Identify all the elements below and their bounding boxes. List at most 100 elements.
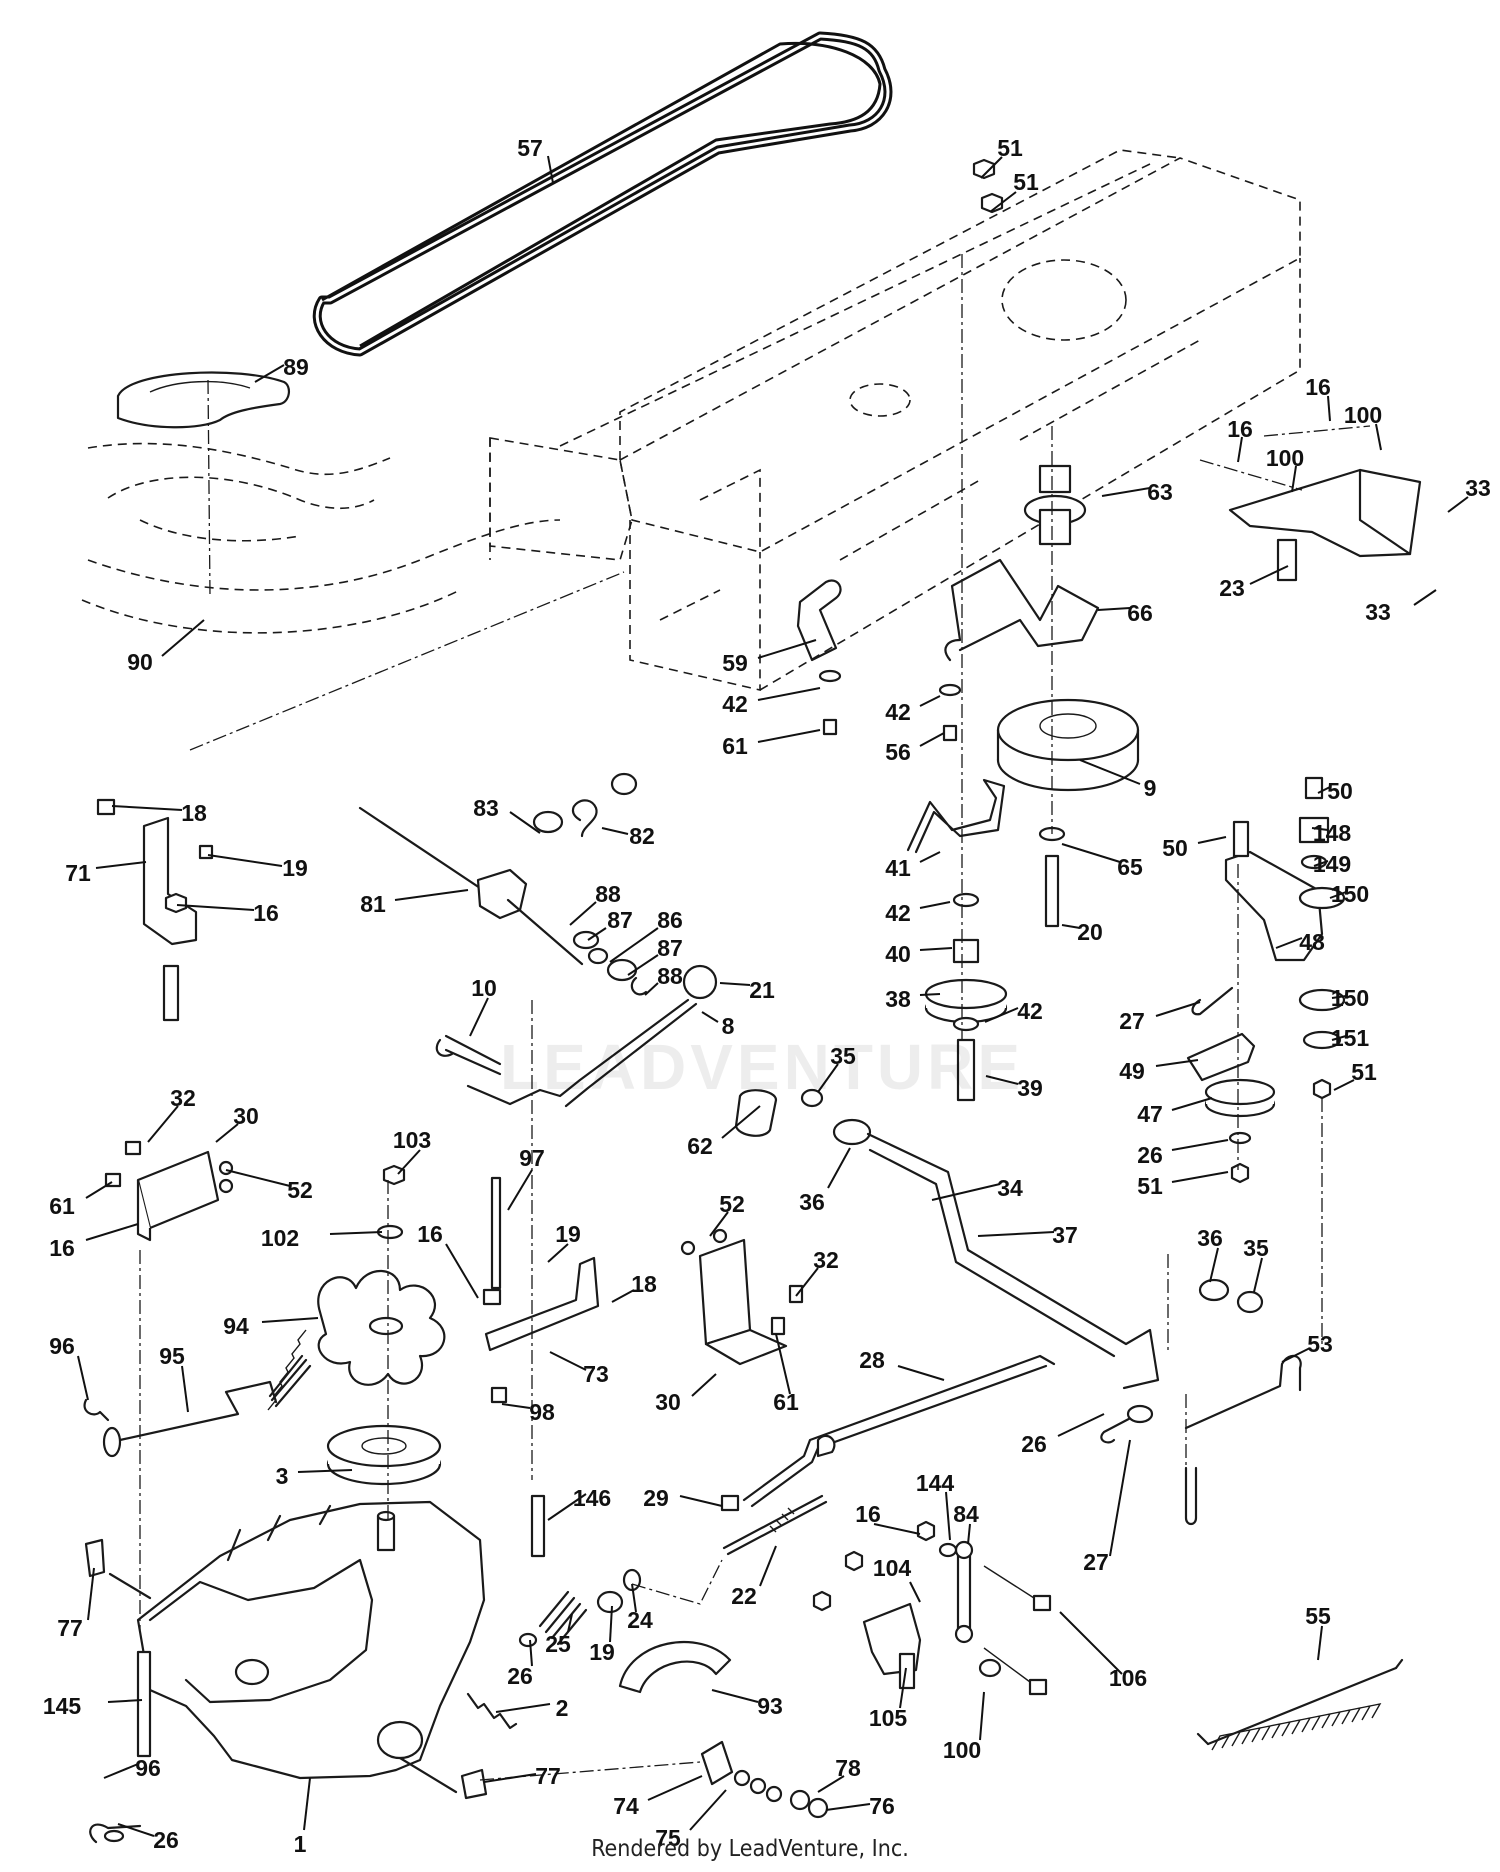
belt-guide-59: [796, 579, 842, 662]
callout-label: 36: [1197, 1225, 1223, 1251]
callout-55: 55: [1305, 1603, 1331, 1661]
callout-label: 18: [181, 800, 207, 826]
callout-label: 40: [885, 941, 911, 967]
leader-line: [1237, 436, 1243, 463]
leader-line: [757, 639, 817, 659]
callout-label: 78: [835, 1755, 861, 1781]
leader-line: [919, 901, 951, 909]
callout-32: 32: [795, 1247, 839, 1297]
callout-42: 42: [722, 687, 821, 717]
footer-credit: Rendered by LeadVenture, Inc.: [591, 1836, 909, 1862]
callout-145: 145: [43, 1693, 143, 1719]
callout-88: 88: [569, 881, 621, 926]
leader-line: [95, 861, 147, 869]
callout-label: 9: [1144, 775, 1157, 801]
leader-line: [1101, 487, 1151, 497]
callout-label: 146: [573, 1485, 611, 1511]
callout-label: 144: [916, 1470, 955, 1496]
callout-34: 34: [931, 1175, 1023, 1201]
callout-label: 3: [276, 1463, 289, 1489]
callout-48: 48: [1275, 929, 1325, 955]
callout-144: 144: [916, 1470, 955, 1541]
callout-61: 61: [773, 1333, 799, 1415]
callout-98: 98: [501, 1399, 555, 1425]
bracket-30-center: [680, 1228, 804, 1366]
callout-30: 30: [215, 1103, 259, 1143]
bracket-71: [96, 798, 214, 1022]
callout-51: 51: [989, 169, 1039, 213]
callout-36: 36: [1197, 1225, 1223, 1283]
callout-100: 100: [1266, 445, 1304, 493]
leader-line: [873, 1523, 921, 1535]
callout-label: 82: [629, 823, 655, 849]
callout-label: 61: [49, 1193, 75, 1219]
callout-19: 19: [547, 1221, 581, 1263]
callout-42: 42: [984, 998, 1043, 1024]
callout-label: 51: [1013, 169, 1039, 195]
callout-95: 95: [159, 1343, 189, 1413]
leader-line: [261, 1317, 319, 1323]
leader-line: [215, 1123, 239, 1143]
callout-label: 33: [1365, 599, 1391, 625]
leader-line: [825, 1803, 871, 1811]
callout-label: 71: [65, 860, 91, 886]
leader-line: [977, 1231, 1055, 1237]
callout-label: 105: [869, 1705, 908, 1731]
callout-97: 97: [507, 1145, 545, 1211]
callout-66: 66: [1097, 600, 1153, 626]
leader-line: [627, 954, 659, 976]
leader-line: [507, 1169, 533, 1211]
callout-87: 87: [587, 907, 633, 941]
callout-18: 18: [611, 1271, 657, 1303]
leader-line: [501, 1403, 531, 1409]
rod-28: [720, 1354, 1056, 1556]
callout-label: 32: [170, 1085, 196, 1111]
leader-line: [509, 811, 541, 834]
callout-56: 56: [885, 732, 945, 765]
callout-26: 26: [117, 1823, 179, 1853]
callout-89: 89: [254, 354, 309, 383]
callout-label: 16: [49, 1235, 75, 1261]
callout-102: 102: [261, 1225, 383, 1251]
callout-8: 8: [701, 1011, 735, 1039]
leader-line: [181, 1365, 189, 1413]
callout-label: 52: [719, 1191, 745, 1217]
leader-line: [721, 1105, 761, 1139]
callout-label: 28: [859, 1347, 885, 1373]
belt-guide-66: [944, 558, 1100, 662]
leader-line: [757, 687, 821, 701]
leader-line: [827, 1147, 851, 1189]
drive-belt: [312, 31, 893, 357]
callout-83: 83: [473, 795, 541, 834]
callout-label: 2: [556, 1695, 569, 1721]
callout-label: 62: [687, 1133, 713, 1159]
leader-line: [601, 827, 629, 835]
leader-line: [719, 982, 751, 986]
callout-61: 61: [722, 729, 821, 759]
leader-line: [1331, 995, 1347, 999]
callout-label: 26: [1021, 1431, 1047, 1457]
callout-75: 75: [655, 1789, 727, 1851]
idler-bracket-23: [1228, 468, 1422, 582]
callout-51: 51: [980, 135, 1023, 179]
callout-label: 33: [1465, 475, 1491, 501]
callout-39: 39: [985, 1075, 1043, 1101]
leader-line: [567, 1613, 573, 1633]
callout-18: 18: [111, 800, 207, 826]
leader-line: [77, 1355, 89, 1401]
callout-37: 37: [977, 1222, 1078, 1248]
callout-106: 106: [1059, 1611, 1147, 1691]
callout-label: 100: [943, 1737, 981, 1763]
callout-88: 88: [644, 963, 683, 996]
callout-label: 150: [1331, 881, 1369, 907]
callout-label: 61: [722, 733, 748, 759]
callout-41: 41: [885, 851, 941, 881]
leader-line: [1155, 1001, 1201, 1017]
callout-label: 16: [1227, 416, 1253, 442]
callout-26: 26: [507, 1639, 533, 1689]
callout-16: 16: [176, 900, 279, 926]
leader-line: [691, 1373, 717, 1397]
leader-line: [107, 1699, 143, 1703]
callout-29: 29: [643, 1485, 723, 1511]
